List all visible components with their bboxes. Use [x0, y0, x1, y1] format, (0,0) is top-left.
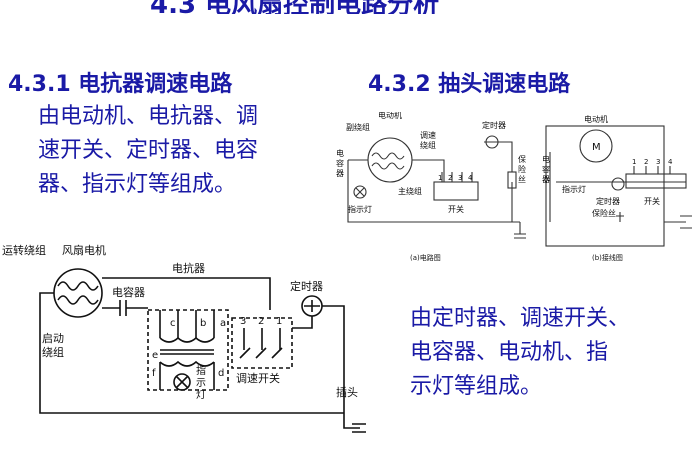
- fan-motor-symbol: [53, 268, 103, 318]
- indicator-label: 指示灯: [562, 184, 586, 194]
- capacitor-label: 电: [336, 148, 344, 158]
- section-b-description: 由定时器、调速开关、 电容器、电动机、指 示灯等组成。: [410, 302, 700, 404]
- tap-label: a: [220, 318, 226, 329]
- fuse-label: 丝: [518, 174, 526, 184]
- section-a-line: 速开关、定时器、电容: [38, 138, 259, 163]
- main-winding-label: 主绕组: [398, 186, 422, 196]
- section-b-line: 电容器、电动机、指: [410, 340, 609, 365]
- capacitor-label: 器: [336, 169, 344, 178]
- tap-label: f: [152, 368, 156, 379]
- switch-label: 开关: [448, 204, 464, 214]
- start-winding-label: 启动: [42, 332, 64, 345]
- section-a-line: 由电动机、电抗器、调: [38, 104, 259, 129]
- switch-position-label: 2: [644, 158, 648, 166]
- motor-label: 电动机: [584, 114, 608, 124]
- capacitor-label: 容: [542, 164, 550, 174]
- capacitor-label: 电: [542, 154, 550, 164]
- tap-label: c: [170, 318, 176, 329]
- switch-position-label: 1: [276, 316, 282, 327]
- diagram-caption: (b)接线图: [592, 253, 623, 262]
- timer-label: 定时器: [290, 279, 323, 293]
- reactor-box: [147, 309, 229, 391]
- fan-motor-label: 风扇电机: [62, 243, 106, 257]
- reactor-circuit-diagram: 运转绕组 风扇电机 电抗器 电容器 定时器 启动 绕组 c b a e d f …: [2, 243, 366, 433]
- run-winding-label: 运转绕组: [2, 243, 46, 257]
- switch-position-label: 3: [458, 174, 462, 182]
- speed-switch-label: 调速开关: [236, 371, 280, 385]
- capacitor-label: 电容器: [112, 285, 145, 299]
- motor-symbol: M: [592, 142, 601, 153]
- reactor-label: 电抗器: [172, 261, 205, 275]
- tap-wiring-diagram-b: 电动机 M 电 容 器 定时器 指示灯 保险丝 开关 1 2 3 4 (b)接线…: [542, 114, 692, 262]
- switch-position-label: 3: [240, 316, 246, 327]
- tap-label: e: [152, 350, 158, 361]
- indicator-label: 灯: [196, 389, 206, 401]
- plug-label: 插头: [336, 385, 358, 399]
- switch-position-label: 2: [258, 316, 264, 327]
- switch-position-label: 3: [656, 158, 660, 166]
- timer-label: 定时器: [596, 196, 620, 206]
- section-a-description: 由电动机、电抗器、调 速开关、定时器、电容 器、指示灯等组成。: [38, 100, 338, 202]
- motor-label: 电动机: [378, 112, 402, 120]
- indicator-lamp-symbol: [173, 373, 191, 391]
- section-b-line: 示灯等组成。: [410, 374, 543, 399]
- capacitor-label: 器: [542, 175, 550, 184]
- diagram-caption: (a)电路图: [410, 253, 441, 262]
- section-b-title: 4.3.2 抽头调速电路: [368, 72, 571, 97]
- speed-winding-label: 绕组: [420, 140, 436, 150]
- page-title: 4.3 电风扇控制电路分析: [150, 0, 550, 14]
- tap-circuit-diagram-a: 电动机 副绕组 调速 绕组 定时器 电 容 器 主绕组 保 险 丝 指示灯 开关…: [336, 112, 526, 262]
- section-a-line: 器、指示灯等组成。: [38, 172, 237, 197]
- start-winding-label: 绕组: [42, 345, 64, 359]
- capacitor-label: 容: [336, 158, 344, 168]
- tap-label: b: [200, 318, 206, 329]
- switch-position-label: 2: [448, 174, 452, 182]
- indicator-label: 指: [196, 364, 206, 377]
- aux-winding-label: 副绕组: [346, 122, 370, 132]
- section-b-line: 由定时器、调速开关、: [410, 306, 631, 331]
- switch-position-label: 1: [632, 158, 636, 166]
- timer-label: 定时器: [482, 120, 506, 130]
- switch-position-label: 4: [668, 158, 673, 166]
- section-a-title: 4.3.1 电抗器调速电路: [8, 72, 233, 97]
- switch-position-label: 4: [468, 174, 473, 182]
- fuse-label: 保: [518, 154, 526, 164]
- indicator-label: 示: [196, 378, 206, 389]
- switch-position-label: 1: [438, 174, 442, 182]
- fuse-label: 险: [518, 164, 526, 174]
- fuse-label: 保险丝: [592, 208, 616, 218]
- speed-switch-box: [231, 317, 293, 369]
- indicator-label: 指示灯: [348, 204, 372, 214]
- speed-winding-label: 调速: [420, 131, 436, 140]
- switch-label: 开关: [644, 196, 660, 206]
- tap-label: d: [218, 368, 224, 379]
